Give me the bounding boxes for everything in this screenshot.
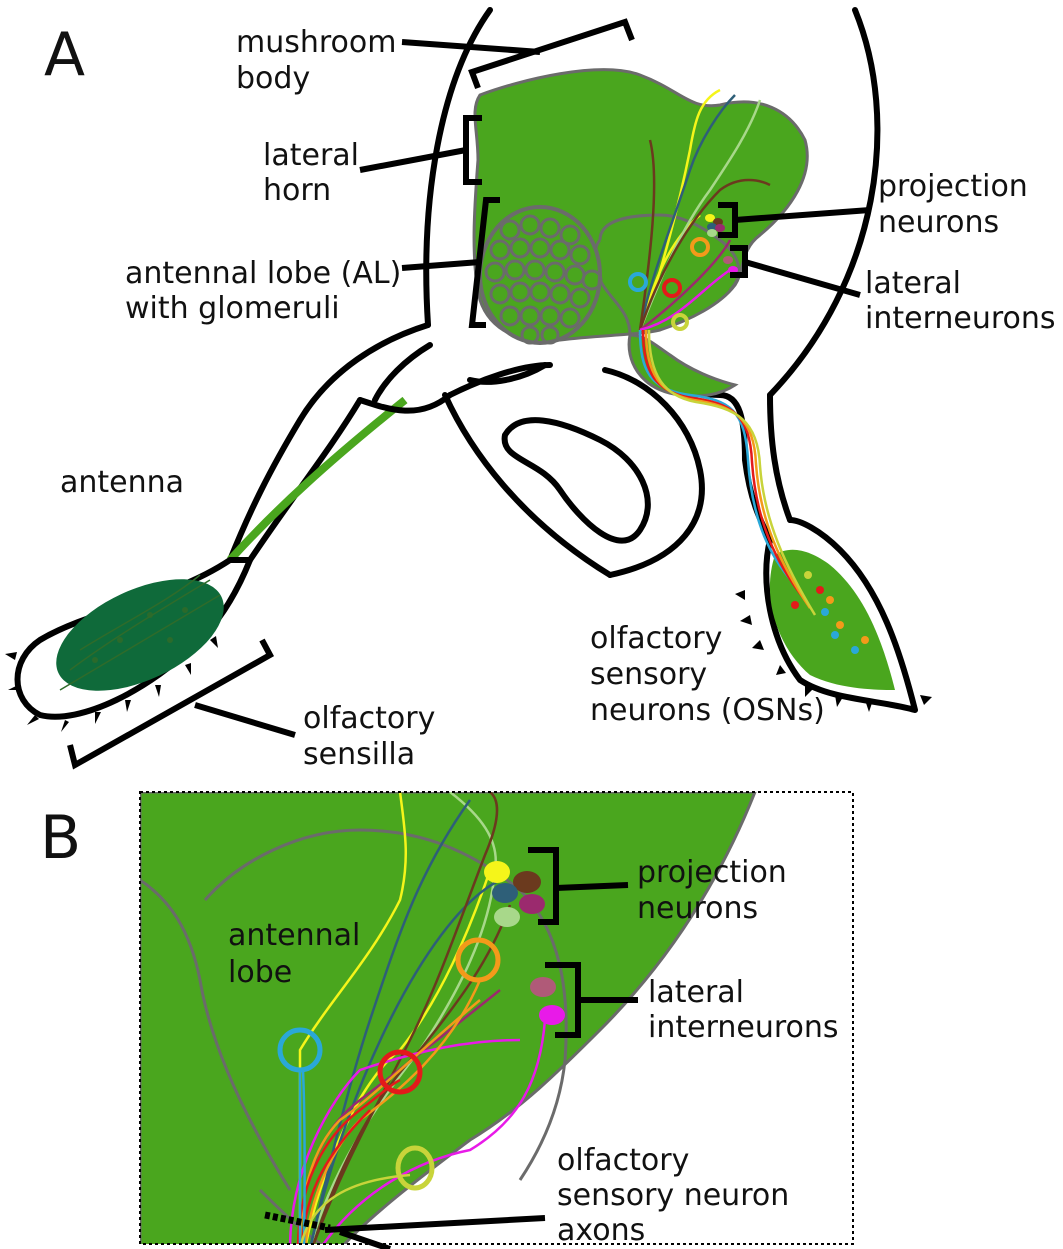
label-b-lateral-interneurons-1: lateral <box>648 975 744 1010</box>
label-b-lateral-interneurons-2: interneurons <box>648 1010 839 1045</box>
label-b-antennal-lobe-2: lobe <box>228 955 292 990</box>
panel-letter-b: B <box>40 803 81 873</box>
leader-lateral-horn <box>360 150 466 170</box>
label-antennal-lobe-1: antennal lobe (AL) <box>125 256 401 291</box>
label-osns-2: sensory <box>590 657 707 692</box>
label-osns-3: neurons (OSNs) <box>590 693 825 728</box>
panel-letter-a: A <box>44 20 85 90</box>
label-b-axons-1: olfactory <box>557 1143 689 1178</box>
label-lateral-horn-1: lateral <box>263 138 359 173</box>
label-antennal-lobe-2: with glomeruli <box>125 291 340 326</box>
antenna-club <box>5 556 250 732</box>
label-lateral-horn-2: horn <box>263 173 331 208</box>
label-lateral-interneurons-2: interneurons <box>865 301 1056 336</box>
leader-antennal-lobe <box>402 262 480 268</box>
leader-lateral-interneurons <box>745 262 860 295</box>
label-projection-neurons-1: projection <box>878 169 1028 204</box>
label-b-projection-neurons-2: neurons <box>637 891 758 926</box>
label-mushroom-body-2: body <box>236 61 310 96</box>
label-b-antennal-lobe-1: antennal <box>228 918 360 953</box>
leader-olfactory-sensilla <box>195 705 295 735</box>
label-mushroom-body-1: mushroom <box>236 25 397 60</box>
label-projection-neurons-2: neurons <box>878 205 999 240</box>
leader-b-projection-neurons <box>556 885 628 888</box>
label-osns-1: olfactory <box>590 621 722 656</box>
label-olfactory-sensilla-1: olfactory <box>303 701 435 736</box>
head-inner-structures <box>445 365 702 575</box>
label-b-projection-neurons-1: projection <box>637 855 787 890</box>
label-olfactory-sensilla-2: sensilla <box>303 737 415 772</box>
label-b-axons-2: sensory neuron <box>557 1178 789 1213</box>
label-b-axons-3: axons <box>557 1213 645 1248</box>
label-lateral-interneurons-1: lateral <box>865 266 961 301</box>
label-antenna: antenna <box>60 465 184 500</box>
